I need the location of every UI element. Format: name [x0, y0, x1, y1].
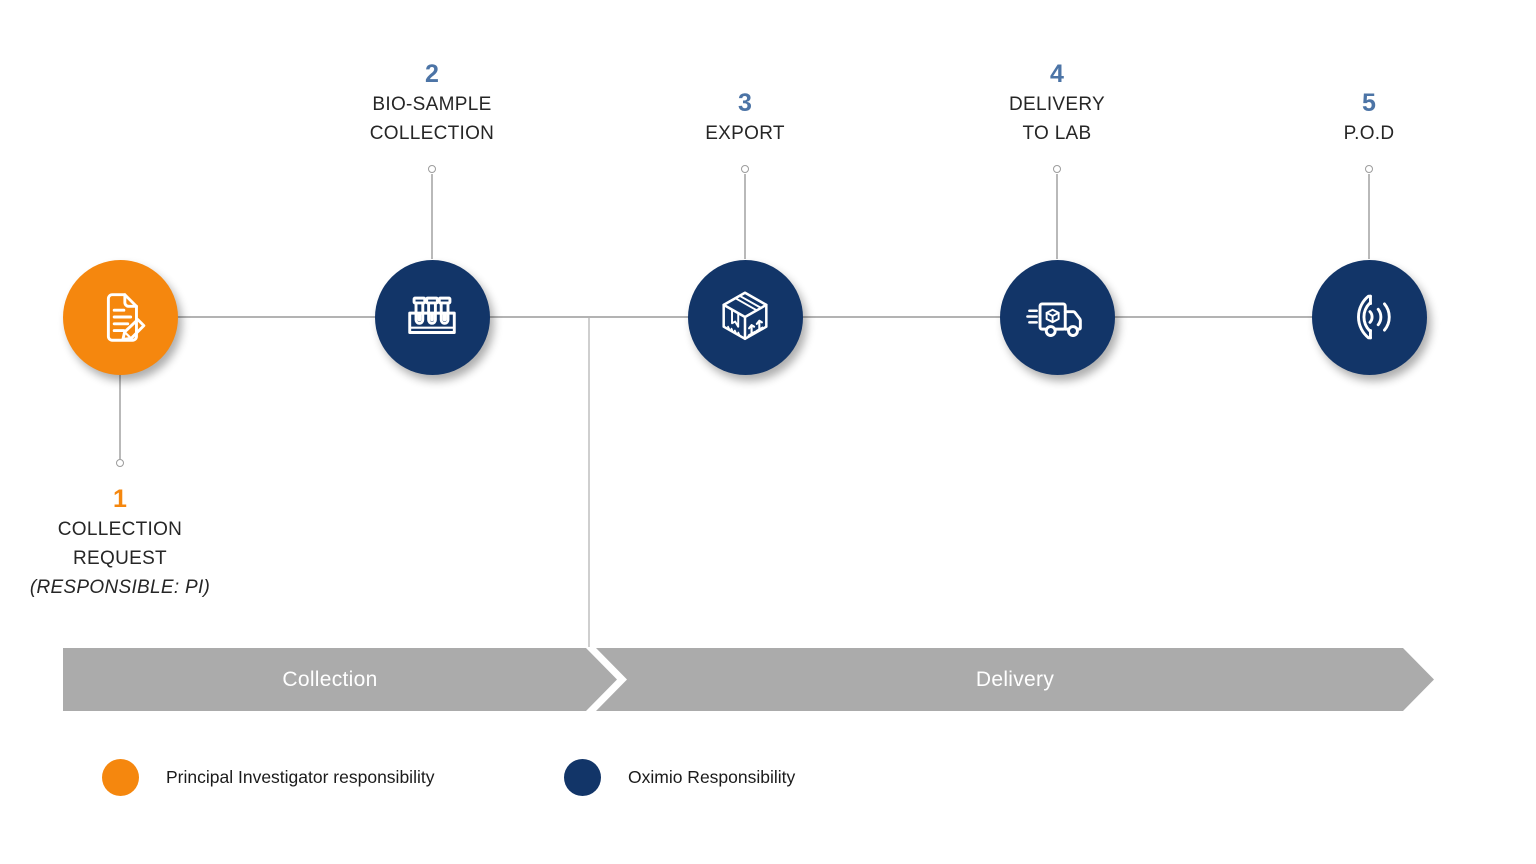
step3-connector-dot: [740, 164, 749, 173]
legend-label: Oximio Responsibility: [628, 766, 796, 787]
step-circle-export: [687, 259, 803, 375]
step-number: 4: [1050, 60, 1064, 88]
step-label-line: TO LAB: [1022, 123, 1092, 144]
step-label-line: DELIVERY: [1008, 94, 1106, 115]
step-label-collection-request: 1 COLLECTION REQUEST (RESPONSIBLE: PI): [0, 484, 240, 602]
step5-connector-dot: [1364, 164, 1373, 173]
step1-connector-dot: [115, 459, 124, 467]
phase-band-label: Collection: [282, 667, 378, 691]
step2-connector-dot: [427, 164, 436, 173]
step-label-delivery-to-lab: 4 DELIVERY TO LAB: [937, 59, 1177, 148]
step-number: 5: [1362, 89, 1376, 117]
step-circle-collection-request: [62, 259, 178, 375]
phase-band-delivery: Delivery: [596, 648, 1434, 711]
legend-item-oximio: Oximio Responsibility: [564, 758, 795, 796]
package-box-icon: [722, 291, 768, 341]
document-edit-icon: [106, 293, 146, 342]
step-circle-bio-sample-collection: [374, 259, 490, 375]
step-number: 1: [113, 485, 127, 513]
step-circle-pod: [1311, 259, 1427, 375]
step1-stem-line: [119, 375, 121, 459]
step-label-pod: 5 P.O.D: [1249, 88, 1489, 148]
step-label-line: REQUEST: [73, 548, 167, 569]
step-circle-delivery-to-lab: [999, 259, 1115, 375]
phase-band-label: Delivery: [975, 667, 1055, 691]
step4-connector-dot: [1052, 164, 1061, 173]
step-label-line: P.O.D: [1343, 123, 1395, 144]
step5-stem-line: [1368, 174, 1370, 259]
step-label-line: COLLECTION: [369, 123, 495, 144]
step-label-line: BIO-SAMPLE: [372, 94, 492, 115]
legend-label: Principal Investigator responsibility: [166, 766, 435, 787]
step2-stem-line: [431, 174, 433, 259]
phone-handset-icon: [1357, 294, 1391, 340]
step-number: 3: [738, 89, 752, 117]
step-label-bio-sample-collection: 2 BIO-SAMPLE COLLECTION: [312, 59, 552, 148]
test-tubes-icon: [408, 296, 456, 334]
step-label-line: COLLECTION: [57, 519, 183, 540]
step-label-export: 3 EXPORT: [625, 88, 865, 148]
legend-dot-orange: [102, 758, 139, 796]
step-number: 2: [425, 60, 439, 88]
step3-stem-line: [744, 174, 746, 259]
step-label-line: EXPORT: [705, 123, 785, 144]
delivery-truck-icon: [1026, 302, 1082, 337]
phase-band-collection: Collection: [63, 648, 617, 711]
phase-divider-line: [588, 318, 590, 647]
step-responsibility-note: (RESPONSIBLE: PI): [29, 577, 211, 598]
legend-dot-navy: [564, 758, 601, 796]
legend-item-principal-investigator: Principal Investigator responsibility: [102, 758, 434, 796]
step4-stem-line: [1056, 174, 1058, 259]
